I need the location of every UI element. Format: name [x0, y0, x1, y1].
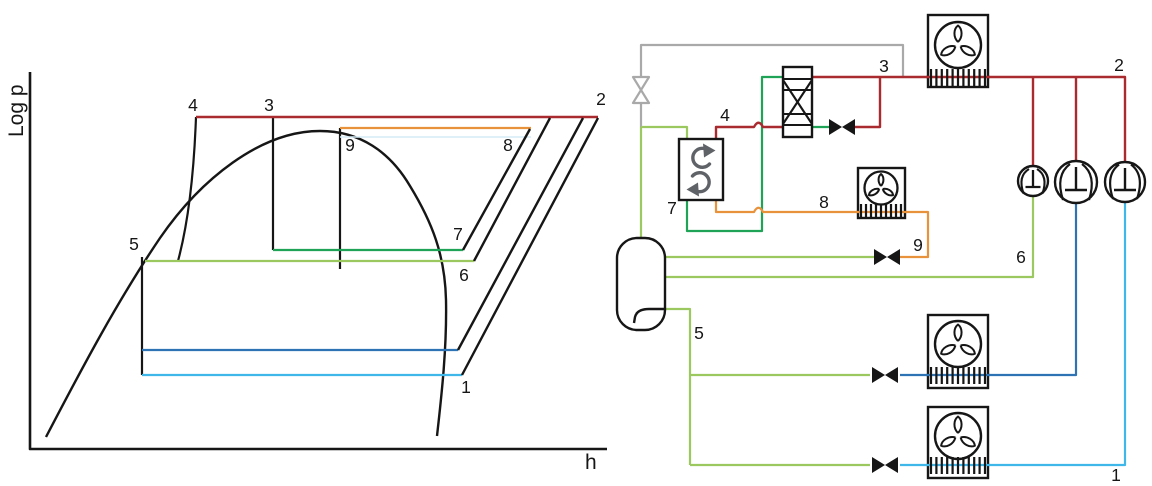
ph-point-1: 1	[461, 377, 471, 397]
x-axis-label: h	[585, 451, 597, 474]
pipe-liquid-to-ihx	[641, 125, 689, 140]
sch-point-8: 8	[819, 192, 829, 212]
sch-point-6: 6	[1016, 247, 1026, 267]
ph-point-5: 5	[129, 234, 139, 254]
ph-point-4: 4	[188, 95, 198, 115]
fan-icon	[933, 319, 983, 369]
sch-point-7: 7	[667, 198, 677, 218]
sch-point-2: 2	[1114, 55, 1124, 75]
line-point4-down	[176, 116, 198, 262]
compression-lines	[456, 117, 600, 376]
pipe-discharge-header	[810, 75, 1127, 170]
mt-evaporator-fan-unit-icon	[926, 313, 990, 390]
fins	[929, 69, 987, 86]
liquid-separator-icon	[615, 236, 667, 332]
sch-point-3: 3	[879, 56, 889, 76]
expansion-valve-9-icon	[874, 249, 900, 265]
sch-point-9: 9	[913, 235, 923, 255]
internal-heat-exchanger-icon	[677, 137, 725, 202]
bypass-valve-icon	[631, 75, 651, 105]
pipe-4-to-phe	[714, 121, 785, 140]
plate-heat-exchanger-icon	[781, 65, 814, 139]
ph-point-7: 7	[453, 224, 463, 244]
fins	[929, 367, 987, 384]
ph-point-2: 2	[596, 89, 606, 109]
pipe-bypass-gray	[639, 43, 905, 127]
saturation-dome	[44, 129, 448, 438]
ph-point-9: 9	[345, 135, 355, 155]
ph-point-3: 3	[264, 95, 274, 115]
compressor-parallel-icon	[1016, 164, 1050, 198]
ph-point-6: 6	[459, 265, 469, 285]
expansion-valve-lt-icon	[872, 457, 898, 473]
axes	[28, 72, 607, 451]
sch-point-4: 4	[720, 105, 730, 125]
fan-icon	[933, 20, 983, 70]
fan-icon	[863, 170, 899, 206]
pipe-ihx-to-phe	[685, 75, 785, 233]
expansion-valve-phe-icon	[829, 119, 855, 135]
fins	[929, 457, 987, 474]
y-axis-label: Log p	[5, 84, 28, 137]
fan-icon	[933, 411, 983, 461]
pipe-suction-6	[664, 190, 1035, 279]
sch-point-1: 1	[1111, 465, 1121, 485]
compressor-lt-icon	[1103, 160, 1147, 204]
ph-point-8: 8	[503, 135, 513, 155]
ph-diagram: Log p h 4 3 2 9 8 5 7 6 1	[5, 72, 607, 474]
expansion-valve-mt-icon	[872, 367, 898, 383]
rotation-arrows-icon	[686, 143, 716, 197]
lt-evaporator-fan-unit-icon	[926, 405, 990, 480]
system-schematic: 4 3 2 7 8 9 6 5 1	[615, 13, 1147, 485]
pipe-valve-to-3	[855, 78, 882, 129]
sch-point-5: 5	[694, 323, 704, 343]
mt-cabinet-fan-unit-icon	[856, 166, 907, 220]
compressor-mt-icon	[1053, 159, 1099, 205]
condenser-fan-unit-icon	[926, 13, 990, 89]
pipe-intermediate-8-circuit	[714, 200, 930, 259]
fins	[859, 204, 903, 217]
pipe-liquid-5-distribution	[664, 307, 870, 467]
